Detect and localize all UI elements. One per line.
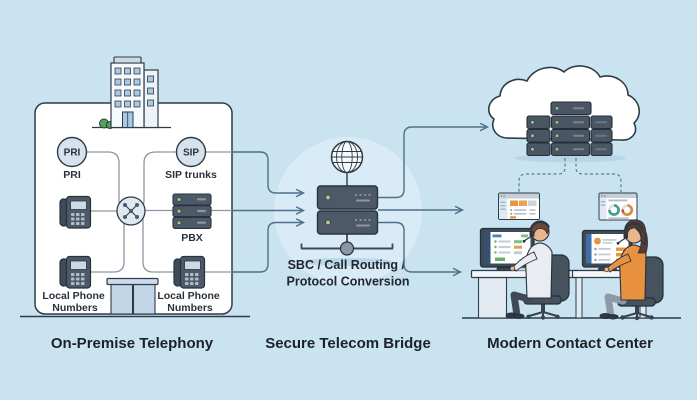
arrow-sbc-to-cloud (378, 127, 487, 199)
pri-badge-text: PRI (64, 148, 81, 159)
sip-badge-text: SIP (183, 148, 199, 159)
dashboard-card-left (498, 192, 540, 220)
pri-label: PRI (63, 169, 81, 181)
agent-right (599, 219, 648, 320)
local-numbers-left-line1: Local Phone (42, 290, 105, 302)
sip-badge-icon: SIP (175, 136, 207, 168)
arrow-sip-to-sbc (232, 151, 303, 193)
cloud-platform (487, 65, 641, 192)
desk-phone-icon (59, 255, 92, 289)
on-premise-section: PRI PRI SIP SIP trunks Local Phone Numbe… (20, 56, 250, 352)
arrow-phone-to-sbc (232, 223, 303, 273)
local-numbers-right-line1: Local Phone (157, 290, 220, 302)
local-numbers-left-line2: Numbers (52, 302, 98, 314)
local-numbers-label-left: Local Phone Numbers (42, 290, 107, 314)
monitor-left-icon (479, 227, 535, 271)
cloud-server-stack-icon (526, 101, 613, 157)
arrow-sbc-to-center-low (378, 221, 460, 273)
agent-left (505, 220, 553, 319)
contact-center-caption: Modern Contact Center (487, 335, 653, 352)
on-premise-caption: On-Premise Telephony (51, 335, 214, 352)
globe-icon (330, 140, 364, 187)
sbc-function-line1: SBC / Call Routing / (288, 258, 406, 272)
sbc-shadow (301, 258, 393, 266)
bridge-section: SBC / Call Routing / Protocol Conversion… (232, 127, 487, 352)
sip-trunks-label: SIP trunks (165, 169, 217, 181)
cloud-link-left (518, 158, 566, 192)
bridge-caption: Secure Telecom Bridge (265, 335, 431, 352)
sbc-function-label: SBC / Call Routing / Protocol Conversion (287, 258, 410, 289)
building-icon (92, 56, 171, 129)
desk-phone-icon (173, 255, 206, 289)
cloud-link-right (575, 158, 622, 192)
door-icon (106, 277, 159, 315)
sbc-function-line2: Protocol Conversion (287, 275, 410, 289)
pri-badge-icon: PRI (56, 136, 88, 168)
desk-phone-icon (59, 195, 92, 229)
local-numbers-label-right: Local Phone Numbers (157, 290, 222, 314)
dashboard-card-right (598, 192, 638, 221)
network-hub-icon (116, 196, 146, 226)
pbx-server-icon (172, 193, 212, 229)
local-numbers-right-line2: Numbers (167, 302, 213, 314)
sbc-server-icon (300, 185, 394, 256)
pbx-label: PBX (181, 232, 203, 244)
contact-center-section: Modern Contact Center (462, 192, 681, 352)
